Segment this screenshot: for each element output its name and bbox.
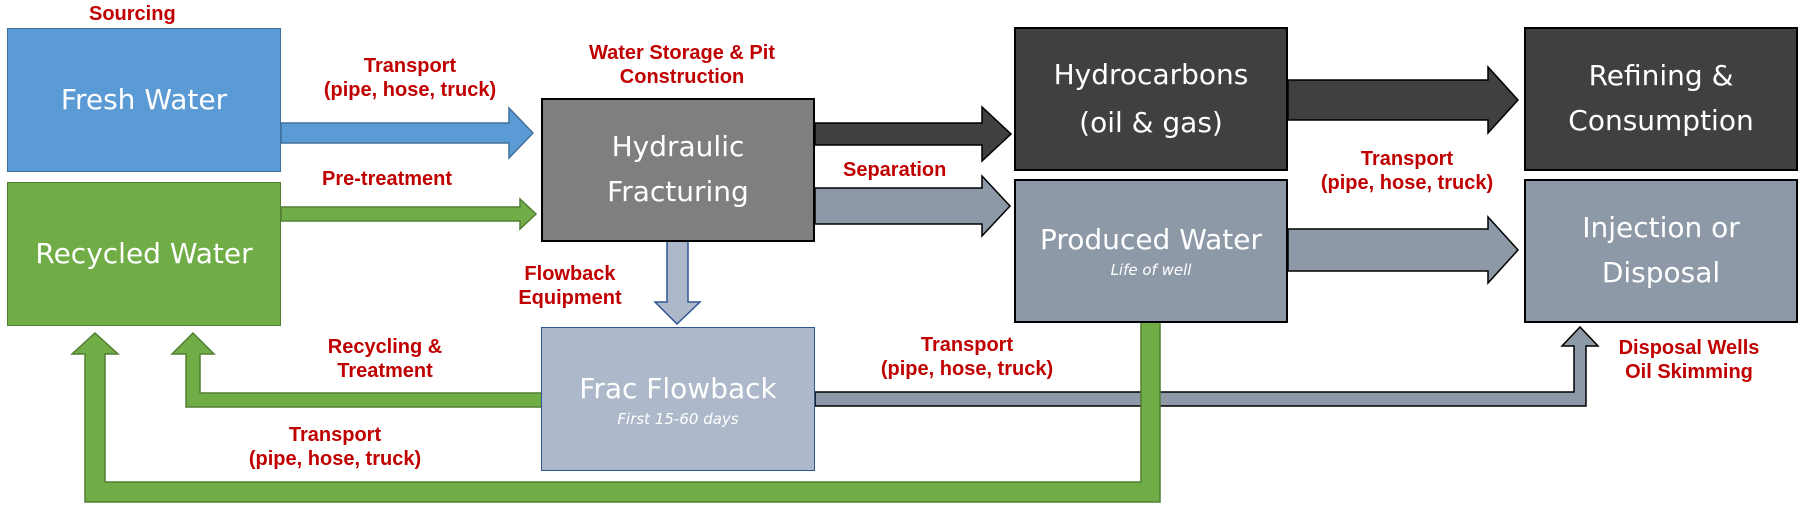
node-frac-flowback-subtitle: First 15-60 days [617, 409, 739, 428]
label-disposal: Disposal Wells Oil Skimming [1618, 337, 1760, 383]
node-recycled-water-title: Recycled Water [35, 237, 253, 271]
label-recycling-treatment: Recycling & Treatment [327, 336, 443, 382]
label-transport-produced: Transport (pipe, hose, truck) [1320, 148, 1494, 194]
arrow-recycled-to-fracturing [280, 197, 538, 231]
node-hydrocarbons[interactable]: Hydrocarbons (oil & gas) [1014, 27, 1288, 171]
arrow-produced-to-injection [1287, 215, 1520, 285]
node-hydrocarbons-title-line2: (oil & gas) [1079, 106, 1223, 139]
arrow-fresh-to-fracturing [280, 106, 535, 160]
node-produced-water-title: Produced Water [1039, 223, 1262, 256]
node-produced-water[interactable]: Produced Water Life of well [1014, 179, 1288, 323]
label-separation: Separation [843, 159, 947, 181]
label-transport-flowback: Transport (pipe, hose, truck) [880, 334, 1054, 380]
node-injection[interactable]: Injection or Disposal [1524, 179, 1798, 323]
node-frac-flowback[interactable]: Frac Flowback First 15-60 days [541, 327, 815, 471]
label-sourcing: Sourcing [89, 3, 176, 25]
node-hydraulic-fracturing-title: Hydraulic Fracturing [607, 130, 749, 208]
node-produced-water-subtitle: Life of well [1110, 260, 1192, 279]
arrow-flowback-to-recycled [170, 331, 543, 408]
arrow-fracturing-to-hydrocarbons [814, 105, 1013, 163]
node-hydraulic-fracturing[interactable]: Hydraulic Fracturing [541, 98, 815, 242]
label-water-storage: Water Storage & Pit Construction [589, 42, 775, 88]
arrow-produced-to-recycled [70, 321, 1161, 503]
arrow-hydrocarbons-to-refining [1287, 65, 1520, 135]
node-fresh-water[interactable]: Fresh Water [7, 28, 281, 172]
node-refining-title: Refining & Consumption [1568, 59, 1754, 137]
node-fresh-water-title: Fresh Water [60, 83, 228, 117]
label-flowback-equipment: Flowback Equipment [518, 263, 622, 309]
arrow-fracturing-to-flowback [653, 239, 702, 326]
node-refining[interactable]: Refining & Consumption [1524, 27, 1798, 171]
label-transport-recycled: Transport (pipe, hose, truck) [248, 424, 422, 470]
arrow-fracturing-to-produced [814, 174, 1012, 238]
arrow-flowback-to-injection-body [814, 325, 1600, 407]
node-injection-title: Injection or Disposal [1582, 211, 1740, 289]
node-recycled-water[interactable]: Recycled Water [7, 182, 281, 326]
node-frac-flowback-title: Frac Flowback [579, 372, 777, 406]
label-transport-fresh: Transport (pipe, hose, truck) [323, 55, 497, 101]
node-hydrocarbons-title-line1: Hydrocarbons [1053, 58, 1249, 92]
label-pre-treatment: Pre-treatment [322, 168, 453, 190]
